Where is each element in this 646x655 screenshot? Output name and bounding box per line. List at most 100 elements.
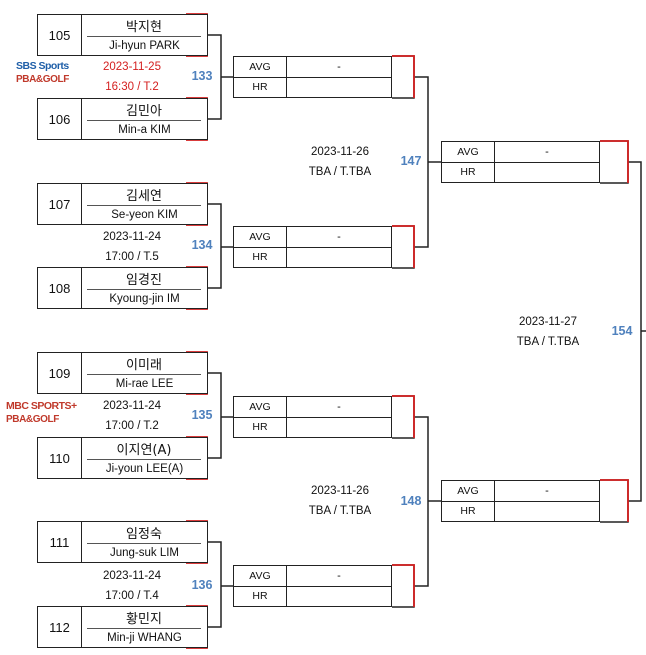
match-number: 134 — [191, 238, 213, 252]
player-name-korean: 임정숙 — [87, 522, 201, 544]
broadcaster-name: MBC SPORTS+ — [6, 400, 77, 412]
bracket-connector-line — [600, 479, 629, 523]
match-time-table: TBA / T.TBA — [308, 505, 372, 517]
hr-label: HR — [234, 77, 287, 97]
player-name-korean: 김민아 — [87, 99, 201, 121]
match-date: 2023-11-27 — [519, 316, 577, 328]
player-name-english: Kyoung-jin IM — [109, 293, 180, 305]
match-number: 154 — [611, 324, 633, 338]
avg-value: - — [495, 142, 599, 163]
avg-value: - — [287, 566, 391, 587]
match-number: 133 — [191, 69, 213, 83]
player-name-english: Min-ji WHANG — [107, 632, 182, 644]
player-name-english: Ji-hyun PARK — [109, 40, 180, 52]
hr-label: HR — [234, 586, 287, 606]
player-name-korean: 황민지 — [87, 607, 201, 629]
match-schedule: 2023-11-24 17:00 / T.5 — [72, 227, 192, 267]
player-name-english: Jung-suk LIM — [109, 547, 180, 559]
match-time-table: 17:00 / T.2 — [105, 420, 159, 432]
player-seed: 106 — [38, 99, 82, 139]
broadcaster-channel: PBA&GOLF — [16, 74, 69, 85]
broadcaster-name: SBS Sports — [16, 60, 69, 72]
match-date: 2023-11-24 — [103, 570, 161, 582]
match-schedule: 2023-11-26 TBA / T.TBA — [280, 142, 400, 182]
match-date: 2023-11-26 — [311, 146, 369, 158]
avg-label: AVG — [442, 481, 495, 502]
avg-value: - — [287, 397, 391, 418]
hr-label: HR — [234, 417, 287, 437]
player-box: 109 이미래 Mi-rae LEE — [37, 352, 208, 394]
broadcaster-logo: MBC SPORTS+ PBA&GOLF — [6, 400, 77, 426]
hr-label: HR — [234, 247, 287, 267]
match-date: 2023-11-24 — [103, 231, 161, 243]
player-box: 105 박지현 Ji-hyun PARK — [37, 14, 208, 56]
winner-bracket-line — [392, 55, 415, 98]
match-schedule: 2023-11-24 17:00 / T.4 — [72, 566, 192, 606]
player-seed: 112 — [38, 607, 82, 647]
player-name-korean: 이미래 — [87, 353, 201, 375]
result-box: AVG HR - — [233, 565, 392, 607]
bracket-connector-line — [600, 140, 629, 184]
player-name-korean: 이지연(A) — [87, 438, 201, 460]
player-name-english: Min-a KIM — [118, 124, 171, 136]
match-date: 2023-11-24 — [103, 400, 161, 412]
player-name-english: Se-yeon KIM — [111, 209, 178, 221]
player-name-english: Ji-youn LEE(A) — [105, 463, 184, 475]
player-seed: 111 — [38, 522, 82, 562]
hr-label: HR — [442, 162, 495, 182]
avg-label: AVG — [234, 227, 287, 248]
avg-label: AVG — [442, 142, 495, 163]
player-seed: 110 — [38, 438, 82, 478]
match-number: 135 — [191, 408, 213, 422]
player-box: 111 임정숙 Jung-suk LIM — [37, 521, 208, 563]
hr-label: HR — [442, 501, 495, 521]
match-schedule: 2023-11-25 16:30 / T.2 — [72, 57, 192, 97]
broadcaster-channel: PBA&GOLF — [6, 414, 59, 425]
bracket-connector-line — [392, 55, 415, 99]
bracket-connector-line — [207, 541, 222, 628]
match-schedule: 2023-11-26 TBA / T.TBA — [280, 481, 400, 521]
match-schedule: 2023-11-27 TBA / T.TBA — [488, 312, 608, 352]
player-name-english: Mi-rae LEE — [115, 378, 174, 390]
player-seed: 107 — [38, 184, 82, 224]
match-time-table: 17:00 / T.4 — [105, 590, 159, 602]
player-seed: 105 — [38, 15, 82, 55]
player-name-korean: 김세연 — [87, 184, 201, 206]
avg-value: - — [495, 481, 599, 502]
match-time-table: 16:30 / T.2 — [105, 81, 159, 93]
match-number: 148 — [400, 494, 422, 508]
winner-bracket-line — [392, 564, 415, 607]
match-date: 2023-11-26 — [311, 485, 369, 497]
result-box: AVG HR - — [233, 56, 392, 98]
match-schedule: 2023-11-24 17:00 / T.2 — [72, 396, 192, 436]
winner-bracket-line — [392, 225, 415, 268]
bracket-connector-line — [392, 564, 415, 608]
player-name-korean: 박지현 — [87, 15, 201, 37]
bracket-connector-line — [392, 395, 415, 439]
player-seed: 108 — [38, 268, 82, 308]
winner-bracket-line — [600, 140, 629, 183]
match-time-table: TBA / T.TBA — [308, 166, 372, 178]
player-name-korean: 임경진 — [87, 268, 201, 290]
result-box: AVG HR - — [233, 226, 392, 268]
player-box: 108 임경진 Kyoung-jin IM — [37, 267, 208, 309]
avg-label: AVG — [234, 57, 287, 78]
broadcaster-logo: SBS Sports PBA&GOLF — [16, 60, 69, 86]
player-box: 110 이지연(A) Ji-youn LEE(A) — [37, 437, 208, 479]
match-number: 147 — [400, 154, 422, 168]
bracket-connector-line — [207, 203, 222, 289]
match-number: 136 — [191, 578, 213, 592]
avg-label: AVG — [234, 397, 287, 418]
bracket-connector-line — [392, 225, 415, 269]
winner-bracket-line — [392, 395, 415, 438]
player-box: 106 김민아 Min-a KIM — [37, 98, 208, 140]
bracket-connector-line — [207, 372, 222, 459]
result-box: AVG HR - — [441, 480, 600, 522]
match-time-table: 17:00 / T.5 — [105, 251, 159, 263]
match-time-table: TBA / T.TBA — [516, 336, 580, 348]
player-seed: 109 — [38, 353, 82, 393]
result-box: AVG HR - — [441, 141, 600, 183]
avg-value: - — [287, 57, 391, 78]
avg-value: - — [287, 227, 391, 248]
avg-label: AVG — [234, 566, 287, 587]
